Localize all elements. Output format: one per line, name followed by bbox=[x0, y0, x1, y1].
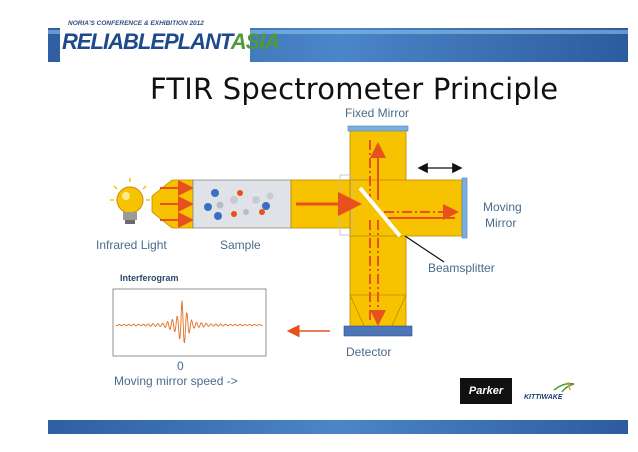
zero-label: 0 bbox=[177, 359, 184, 373]
fixed-mirror bbox=[347, 125, 409, 132]
page-title: FTIR Spectrometer Principle bbox=[150, 72, 559, 106]
beamsplitter-pointer bbox=[404, 235, 445, 263]
footer-band bbox=[48, 420, 628, 434]
logo-tagline: NORIA'S CONFERENCE & EXHIBITION 2012 bbox=[68, 20, 204, 27]
kittiwake-logo: KITTIWAKE bbox=[524, 380, 580, 406]
sample-cell bbox=[192, 179, 292, 229]
logo-brand-main: RELIABLEPLANT bbox=[62, 29, 232, 54]
detector-label: Detector bbox=[346, 345, 392, 359]
conference-logo: NORIA'S CONFERENCE & EXHIBITION 2012 REL… bbox=[62, 20, 280, 64]
moving-mirror-label-line2: Mirror bbox=[485, 216, 517, 230]
parker-logo: Parker bbox=[460, 378, 512, 404]
interferometer-body bbox=[290, 129, 463, 333]
kittiwake-logo-text: KITTIWAKE bbox=[524, 394, 563, 401]
beamsplitter-label: Beamsplitter bbox=[428, 261, 495, 275]
moving-mirror-label-line1: Moving bbox=[483, 200, 522, 214]
sample-label: Sample bbox=[220, 238, 261, 252]
detector bbox=[343, 325, 413, 337]
interferogram-trace bbox=[115, 300, 264, 344]
light-bulb-icon bbox=[110, 178, 150, 224]
mirror-speed-label: Moving mirror speed -> bbox=[114, 374, 238, 388]
logo-wordmark: RELIABLEPLANTASIA bbox=[62, 29, 281, 55]
logo-brand-accent: ASIA bbox=[230, 29, 281, 54]
interferogram-plot bbox=[112, 288, 267, 357]
interferogram-label: Interferogram bbox=[120, 273, 179, 283]
header-band bbox=[48, 18, 628, 66]
kittiwake-bird-icon bbox=[553, 381, 575, 393]
infrared-light-label: Infrared Light bbox=[96, 238, 167, 252]
beamsplitter bbox=[358, 186, 402, 238]
fixed-mirror-label: Fixed Mirror bbox=[345, 106, 410, 120]
parker-logo-text: Parker bbox=[468, 385, 504, 397]
moving-mirror bbox=[461, 177, 468, 239]
